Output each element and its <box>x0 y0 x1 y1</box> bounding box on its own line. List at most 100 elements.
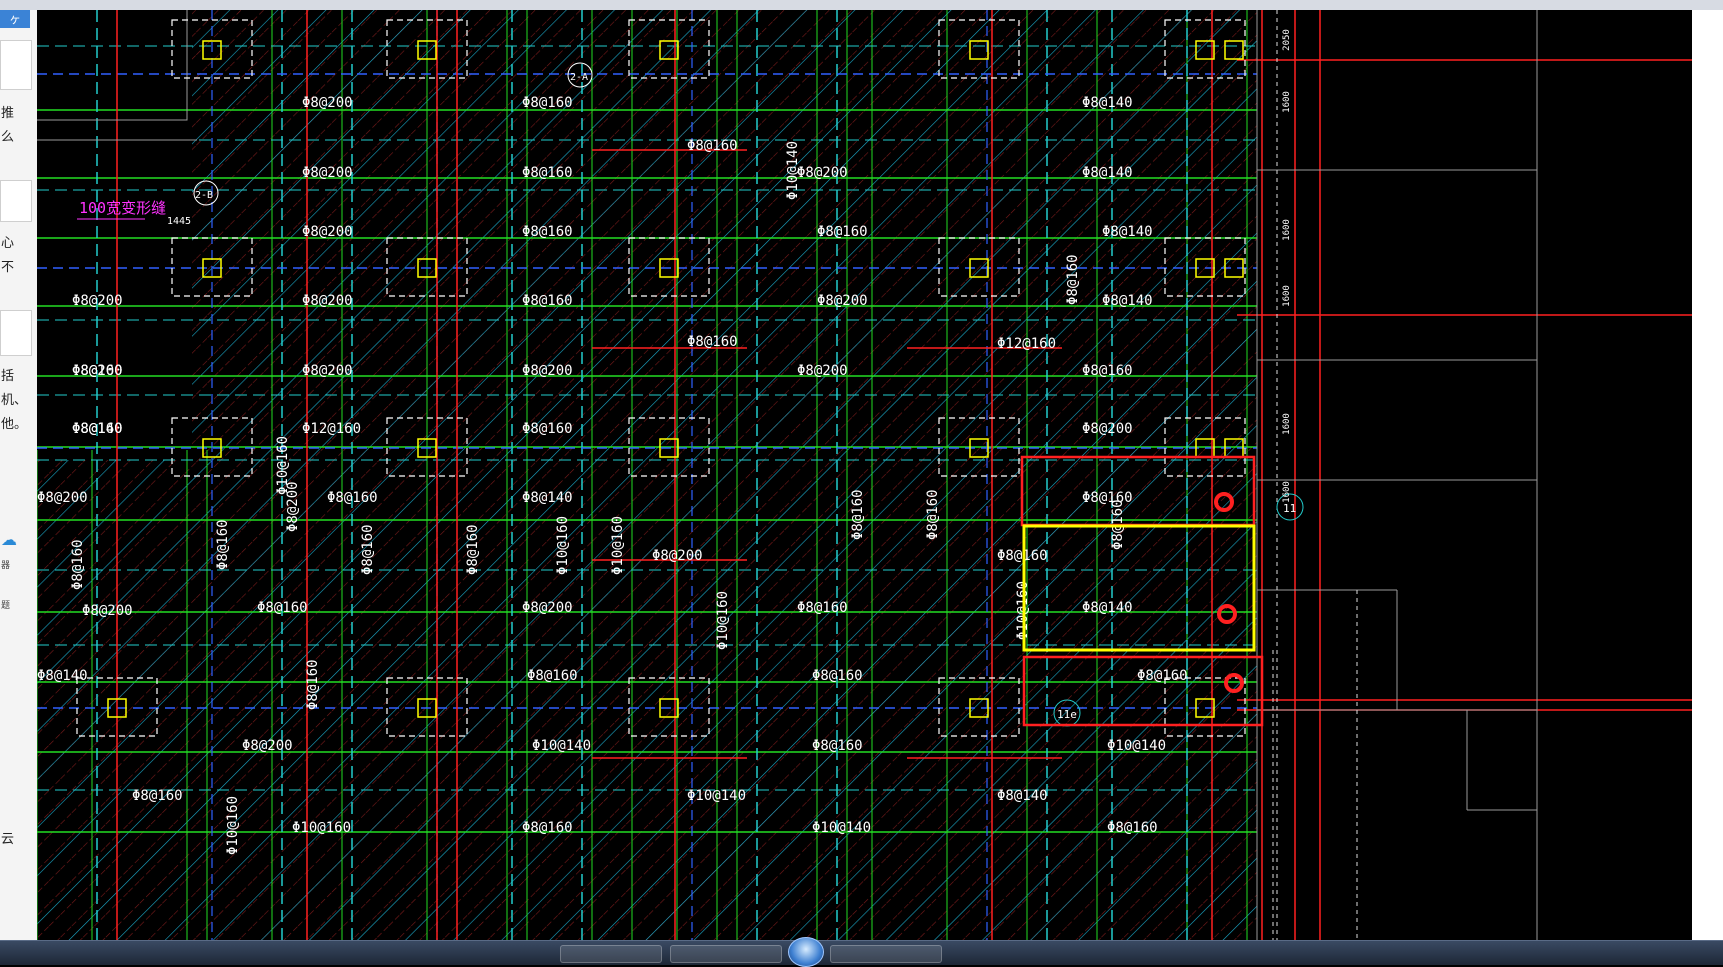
column-core-5 <box>202 258 222 278</box>
panel-option-box[interactable] <box>0 180 32 222</box>
right-dimension-column: 2050 1600 1600 1600 1600 1600 <box>1282 29 1292 503</box>
rebar-label-45: Φ10@140 <box>1107 738 1166 754</box>
rebar-label-1: Φ8@160 <box>522 95 573 111</box>
panel-cloud-icon[interactable]: ☁ <box>1 530 17 549</box>
right-edge-strip <box>1692 10 1723 940</box>
panel-small-label-2: 题 <box>1 601 11 611</box>
rebar-label-71: Φ8@160 <box>70 539 86 590</box>
panel-input-box[interactable] <box>0 40 32 90</box>
rebar-label-3: Φ8@200 <box>302 165 353 181</box>
rebar-label-61: Φ8@160 <box>360 524 376 575</box>
panel-label-2: 么 <box>1 130 15 145</box>
rebar-label-19: Φ8@200 <box>72 363 123 379</box>
column-core-12 <box>659 438 679 458</box>
rebar-label-53: Φ8@160 <box>72 363 123 379</box>
column-outline-11 <box>386 417 468 477</box>
axis-label-2a: 2-A <box>570 72 588 83</box>
column-core-9 <box>1195 258 1215 278</box>
rebar-label-47: Φ10@140 <box>687 788 746 804</box>
column-outline-4 <box>1164 19 1246 79</box>
panel-corner-icon[interactable]: ヶ <box>0 10 30 28</box>
edge-core-0 <box>1224 40 1244 60</box>
rebar-label-52: Φ8@160 <box>1107 820 1158 836</box>
rebar-label-72: Φ10@160 <box>225 796 241 855</box>
rebar-label-36: Φ8@200 <box>522 600 573 616</box>
column-outline-12 <box>628 417 710 477</box>
axis-label-11e: 11e <box>1057 708 1077 721</box>
upper-left-outline <box>37 10 197 141</box>
rebar-label-50: Φ8@160 <box>522 820 573 836</box>
panel-small-label-1: 器 <box>1 561 11 571</box>
highlight-box-yellow[interactable] <box>1022 524 1256 652</box>
rebar-label-5: Φ8@160 <box>687 138 738 154</box>
rebar-label-12: Φ8@200 <box>72 293 123 309</box>
rebar-label-22: Φ8@200 <box>797 363 848 379</box>
rebar-label-16: Φ8@140 <box>1102 293 1153 309</box>
rebar-label-54: Φ8@160 <box>72 421 123 437</box>
column-outline-9 <box>1164 237 1246 297</box>
slab-hatch-cyan-left <box>37 460 192 940</box>
rebar-label-15: Φ8@200 <box>817 293 868 309</box>
rebar-label-40: Φ8@160 <box>812 668 863 684</box>
annotation-expansion-joint: 100宽变形缝 <box>79 199 166 217</box>
rebar-label-32: Φ8@200 <box>652 548 703 564</box>
column-outline-8 <box>938 237 1020 297</box>
rebar-label-8: Φ8@200 <box>302 224 353 240</box>
rebar-label-69: Φ10@160 <box>275 436 291 495</box>
rebar-label-42: Φ8@200 <box>242 738 293 754</box>
rebar-label-35: Φ8@160 <box>257 600 308 616</box>
os-taskbar <box>0 937 1723 967</box>
column-outline-3 <box>938 19 1020 79</box>
column-outline-6 <box>386 237 468 297</box>
rebar-label-28: Φ8@200 <box>37 490 88 506</box>
rebar-label-64: Φ10@160 <box>610 516 626 575</box>
rebar-label-66: Φ8@160 <box>925 489 941 540</box>
marker-circle-2[interactable] <box>1217 604 1237 624</box>
cad-linework <box>37 10 1692 940</box>
column-outline-1 <box>386 19 468 79</box>
dim-1600-d: 1600 <box>1282 413 1292 435</box>
axis-label-2b: 2-B <box>195 190 213 201</box>
column-core-3 <box>969 40 989 60</box>
panel-label-1: 推 <box>1 106 15 121</box>
marker-circle-1[interactable] <box>1214 492 1234 512</box>
edge-core-1 <box>1224 258 1244 278</box>
marker-circle-3[interactable] <box>1224 673 1244 693</box>
rebar-label-70: Φ8@160 <box>305 659 321 710</box>
rebar-label-21: Φ8@200 <box>522 363 573 379</box>
rebar-label-34: Φ8@140 <box>1082 600 1133 616</box>
column-outline-2 <box>628 19 710 79</box>
highlight-box-red-bottom[interactable] <box>1022 655 1264 727</box>
cad-columns <box>76 19 1246 737</box>
taskbar-button-2[interactable] <box>670 945 782 963</box>
rebar-label-29: Φ8@160 <box>327 490 378 506</box>
rebar-label-41: Φ8@160 <box>1137 668 1188 684</box>
rebar-label-39: Φ8@160 <box>527 668 578 684</box>
rebar-label-0: Φ8@200 <box>302 95 353 111</box>
rebar-label-30: Φ8@140 <box>522 490 573 506</box>
taskbar-button-3[interactable] <box>830 945 942 963</box>
rebar-label-51: Φ10@140 <box>812 820 871 836</box>
rebar-label-55: Φ8@200 <box>82 603 133 619</box>
rebar-label-18: Φ12@160 <box>997 336 1056 352</box>
rebar-label-2: Φ8@140 <box>1082 95 1133 111</box>
panel-label-7: 他。 <box>1 417 28 432</box>
column-core-1 <box>417 40 437 60</box>
column-core-17 <box>659 698 679 718</box>
rebar-label-9: Φ8@160 <box>522 224 573 240</box>
start-orb-icon[interactable] <box>788 937 824 967</box>
rebar-label-46: Φ8@160 <box>132 788 183 804</box>
dim-2050: 2050 <box>1282 29 1292 51</box>
slab-hatch-cyan <box>192 10 1257 940</box>
panel-option-box-2[interactable] <box>0 310 32 356</box>
column-core-2 <box>659 40 679 60</box>
column-core-13 <box>969 438 989 458</box>
axis-bubble-11 <box>1276 493 1304 521</box>
dimension-1445: 1445 <box>167 216 191 227</box>
rebar-label-44: Φ8@160 <box>812 738 863 754</box>
column-core-19 <box>1195 698 1215 718</box>
column-outline-19 <box>1164 677 1246 737</box>
taskbar-button-1[interactable] <box>560 945 662 963</box>
